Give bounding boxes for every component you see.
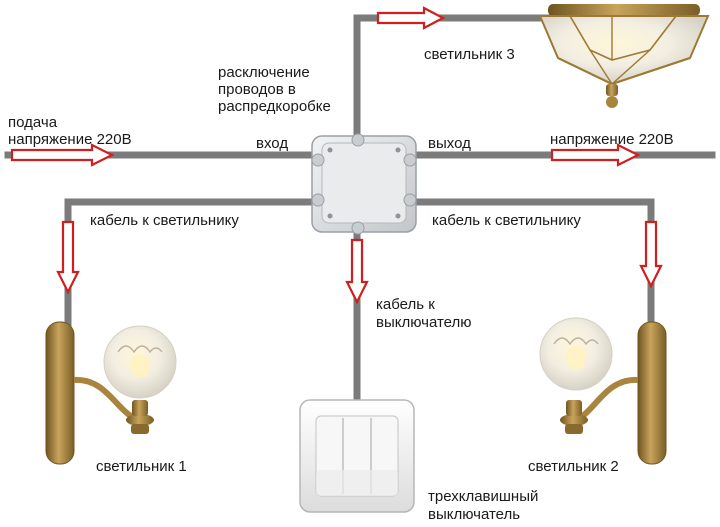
output-voltage-label: напряжение 220В — [550, 131, 674, 148]
switch-label-line2: выключатель — [428, 506, 521, 523]
cable-switch-label-line1: кабель к — [376, 296, 435, 313]
lamp3-label: светильник 3 — [424, 46, 515, 63]
junction-label-line3: распредкоробке — [218, 98, 331, 115]
junction-label-line1: расключение — [218, 64, 310, 81]
right-lamp-arrow — [639, 220, 663, 289]
wall-sconce-left-icon — [45, 321, 177, 465]
cable-right-label: кабель к светильнику — [432, 212, 581, 229]
junction-label-line2: проводов в — [218, 81, 296, 98]
left-lamp-arrow — [56, 220, 80, 295]
switch-label-line1: трехклавишный — [428, 488, 539, 505]
lamp2-label: светильник 2 — [528, 458, 619, 475]
output-arrow — [550, 143, 641, 167]
right-lamp-wire — [404, 198, 655, 336]
wall-sconce-right-icon — [539, 317, 667, 465]
lamp3-arrow — [376, 6, 446, 30]
cable-left-label: кабель к светильнику — [90, 212, 239, 229]
arrows — [10, 6, 663, 305]
supply-arrow — [10, 143, 115, 167]
input-label: вход — [256, 135, 289, 152]
cable-switch-label-line2: выключателю — [376, 314, 472, 331]
switch-arrow — [345, 238, 369, 305]
supply-label-line1: подача — [8, 114, 58, 131]
triple-switch-icon — [299, 399, 415, 513]
supply-label-line2: напряжение 220В — [8, 131, 132, 148]
ceiling-lamp-icon — [538, 4, 710, 108]
output-label: выход — [428, 135, 471, 152]
junction-box-icon — [311, 133, 417, 235]
lamp1-label: светильник 1 — [96, 458, 187, 475]
